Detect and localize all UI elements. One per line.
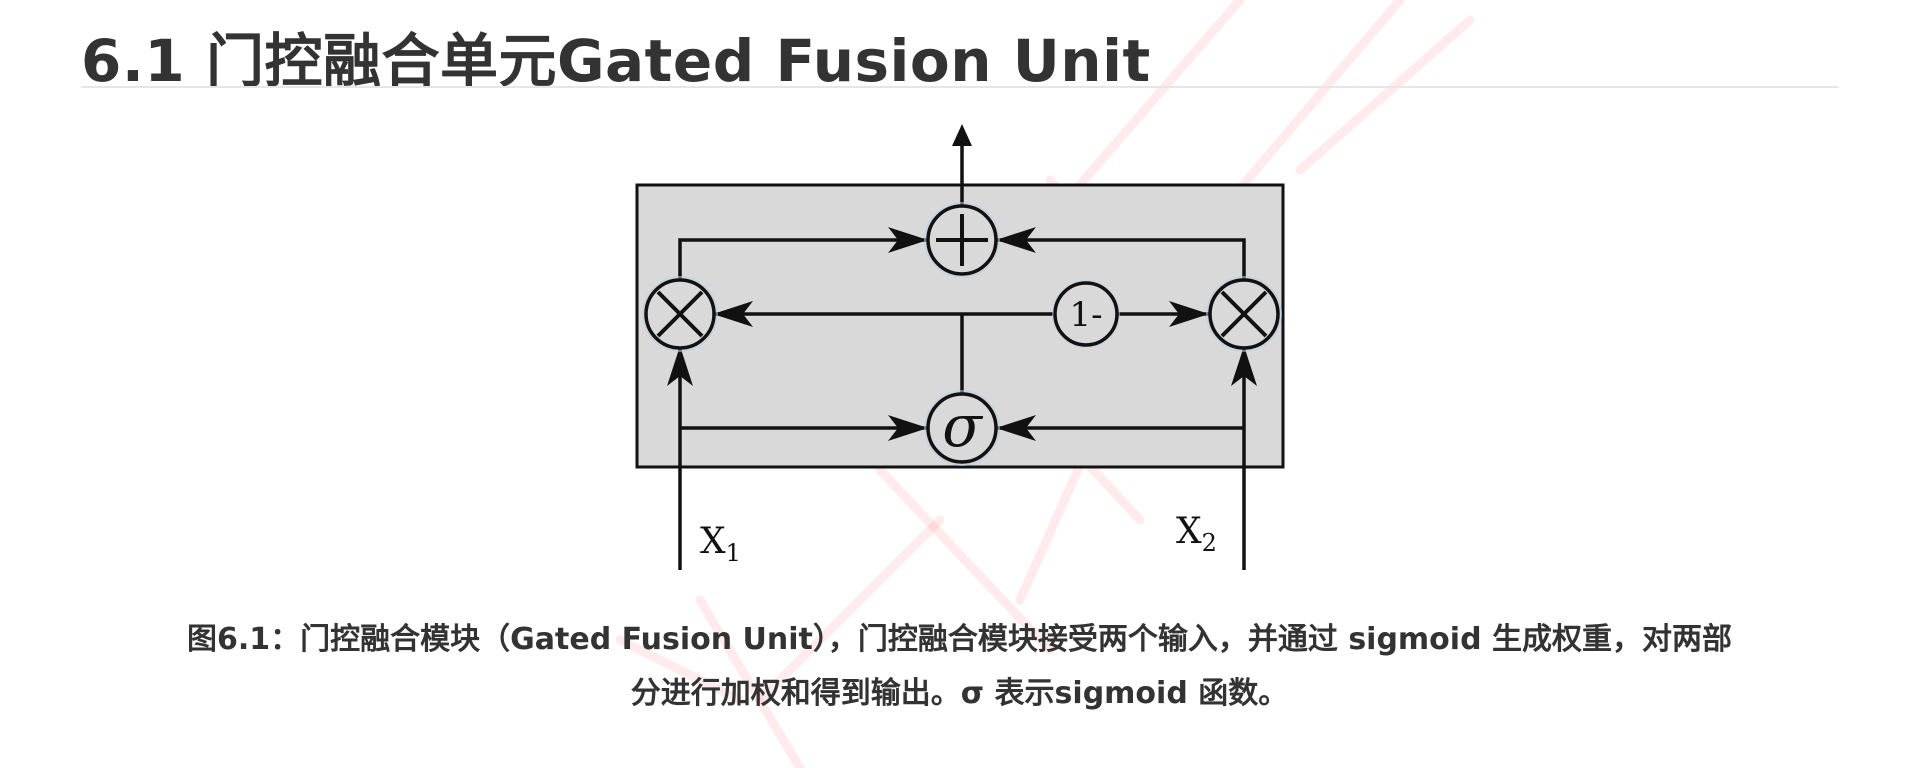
title-divider <box>81 86 1838 88</box>
multiply-node-left <box>642 276 718 352</box>
sigmoid-node: σ <box>924 390 1000 466</box>
output-arrowhead <box>952 124 972 146</box>
sum-left-arrowhead <box>888 227 928 253</box>
sigmoid-left-arrowhead <box>888 415 928 441</box>
multiply-node-right <box>1206 276 1282 352</box>
figure-caption: 图6.1：门控融合模块（Gated Fusion Unit），门控融合模块接受两… <box>81 613 1838 721</box>
caption-line-2: 分进行加权和得到输出。σ 表示sigmoid 函数。 <box>630 676 1289 711</box>
x2-label: X2 <box>1176 511 1217 557</box>
x1-label: X1 <box>700 521 741 567</box>
sigmoid-label: σ <box>942 392 983 460</box>
mult-right-arrowhead <box>1169 301 1209 327</box>
mult-left-arrowhead <box>713 301 753 327</box>
section-title: 6.1 门控融合单元Gated Fusion Unit <box>81 27 1151 95</box>
caption-line-1: 图6.1：门控融合模块（Gated Fusion Unit），门控融合模块接受两… <box>187 622 1732 657</box>
sum-right-arrowhead <box>996 227 1036 253</box>
connection-lines <box>678 140 1246 570</box>
one-minus-label: 1- <box>1069 295 1102 335</box>
x1-arrowhead <box>667 346 693 386</box>
sum-node <box>924 202 1000 278</box>
sigmoid-right-arrowhead <box>996 415 1036 441</box>
one-minus-node: 1- <box>1052 280 1120 348</box>
x2-arrowhead <box>1231 346 1257 386</box>
arrowheads <box>667 124 1257 441</box>
